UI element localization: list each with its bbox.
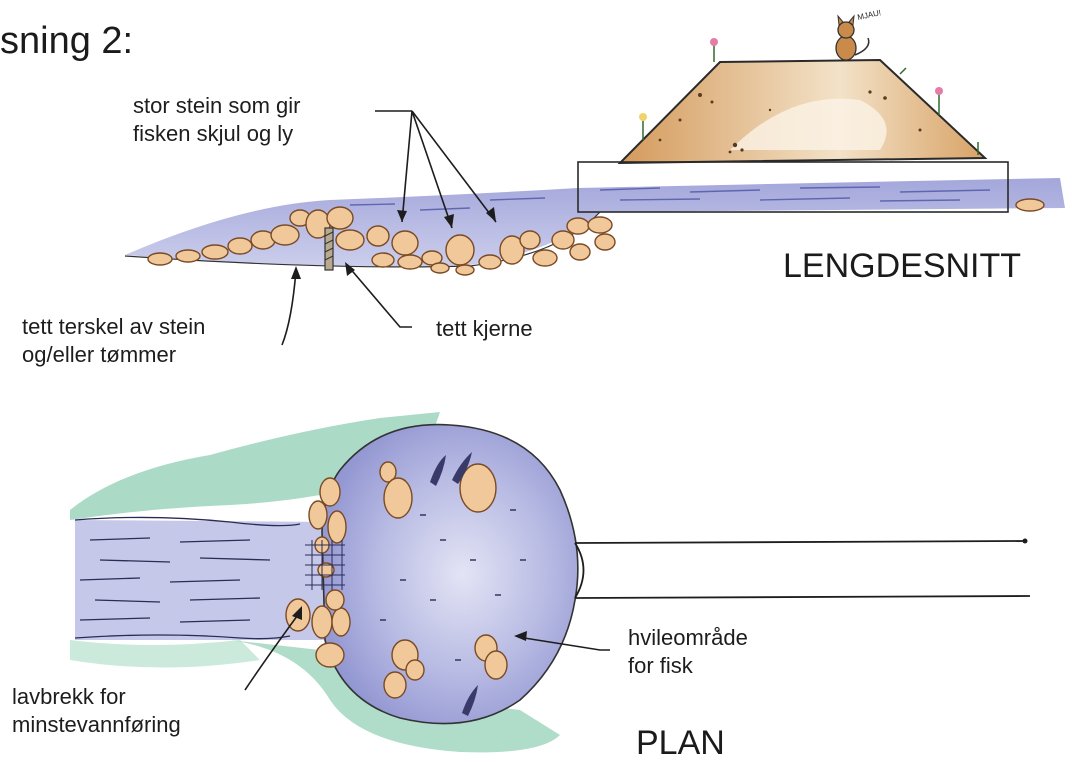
outlet-end-dot [1023,539,1028,544]
annotation-low-notch: lavbrekk for minstevannføring [12,683,181,738]
green-bank-left-bottom [70,640,260,668]
section-title-plan: PLAN [636,722,725,765]
cat-icon [836,16,869,60]
longitudinal-section: MJAU! [125,8,1065,345]
annotation-core: tett kjerne [436,315,533,343]
annotation-weir: tett terskel av stein og/eller tømmer [22,313,205,368]
section-title-lengdesnitt: LENGDESNITT [783,245,1021,288]
cat-speech: MJAU! [857,8,882,22]
heading-fragment: sning 2: [0,18,133,66]
pool [322,425,578,724]
core-post [325,228,333,270]
annotation-large-stones: stor stein som gir fisken skjul og ly [133,92,301,147]
outlet-lines [575,541,1030,598]
plan-view [70,412,1030,752]
annotation-resting-area: hvileområde for fisk [628,624,748,679]
